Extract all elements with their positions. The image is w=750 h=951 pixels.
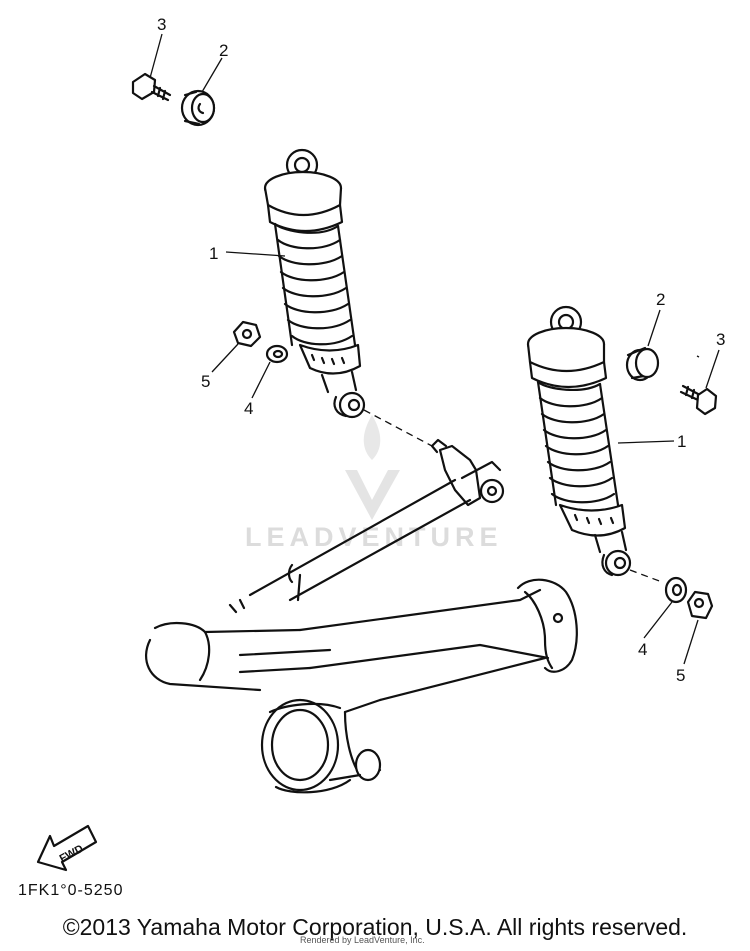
callout-2-right: 2 bbox=[656, 290, 665, 309]
callout-3-right: 3 bbox=[716, 330, 725, 349]
collar-right-part bbox=[625, 346, 660, 382]
swing-arm bbox=[145, 438, 578, 794]
fwd-arrow-icon: FWD bbox=[36, 824, 98, 872]
callout-1-left: 1 bbox=[209, 244, 218, 263]
callout-3-top: 3 bbox=[157, 15, 166, 34]
nut-left-part bbox=[232, 320, 262, 348]
nut-right-part bbox=[686, 590, 714, 620]
callout-5-left: 5 bbox=[201, 372, 210, 391]
leadventure-watermark: LEADVENTURE bbox=[245, 415, 498, 552]
callout-2-top: 2 bbox=[219, 41, 228, 60]
callout-4-right: 4 bbox=[638, 640, 647, 659]
washer-right-part bbox=[664, 576, 688, 604]
copyright-notice: ©2013 Yamaha Motor Corporation, U.S.A. A… bbox=[62, 914, 688, 940]
callout-4-left: 4 bbox=[244, 399, 253, 418]
mount-axis-left bbox=[363, 409, 433, 447]
leader-lines bbox=[149, 33, 720, 665]
bolt-right-dot bbox=[696, 355, 700, 358]
bolt-top-part bbox=[131, 72, 172, 102]
washer-left-part bbox=[265, 344, 289, 364]
bolt-right-part bbox=[679, 384, 718, 416]
mount-axis-right bbox=[629, 569, 663, 583]
rendered-by-note: Rendered by LeadVenture, Inc. bbox=[300, 935, 425, 945]
shock-absorber-right bbox=[526, 305, 632, 577]
diagram-code: 1FK1°0-5250 bbox=[18, 882, 124, 899]
collar-top-part bbox=[180, 89, 216, 127]
shock-absorber-left bbox=[263, 148, 366, 419]
callout-1-right: 1 bbox=[677, 432, 686, 451]
callout-5-right: 5 bbox=[676, 666, 685, 685]
